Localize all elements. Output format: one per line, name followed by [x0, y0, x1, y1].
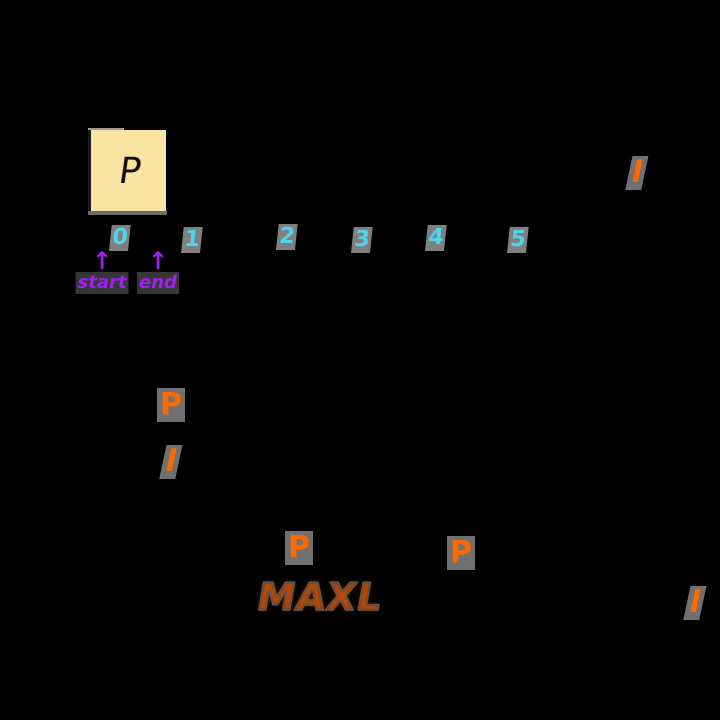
- index-3[interactable]: 3: [350, 227, 374, 253]
- orange-p-glyph-center[interactable]: P: [285, 531, 313, 565]
- orange-l-glyph-bottom-right[interactable]: l: [683, 585, 707, 620]
- index-5[interactable]: 5: [506, 227, 530, 253]
- index-1[interactable]: 1: [180, 227, 204, 253]
- index-0[interactable]: 0: [108, 225, 132, 251]
- up-arrow-icon: ↑: [91, 247, 113, 275]
- orange-p-glyph-right[interactable]: P: [447, 536, 475, 570]
- orange-l-glyph-top-right[interactable]: l: [625, 155, 649, 190]
- up-arrow-icon: ↑: [147, 247, 169, 275]
- sticky-note-letter: P: [116, 150, 144, 192]
- sticky-note[interactable]: P: [88, 130, 166, 212]
- end-pointer[interactable]: ↑ end: [137, 247, 179, 294]
- orange-l-glyph-left[interactable]: l: [159, 444, 183, 479]
- end-label: end: [137, 272, 179, 294]
- index-4[interactable]: 4: [424, 225, 448, 251]
- sticky-note-shadow: [88, 211, 167, 215]
- index-2[interactable]: 2: [275, 224, 299, 250]
- max-label[interactable]: MAXL: [253, 574, 387, 620]
- start-pointer[interactable]: ↑ start: [75, 247, 129, 294]
- orange-p-glyph-left[interactable]: P: [157, 388, 185, 422]
- sticky-note-top-edge: [88, 128, 124, 130]
- start-label: start: [75, 272, 129, 294]
